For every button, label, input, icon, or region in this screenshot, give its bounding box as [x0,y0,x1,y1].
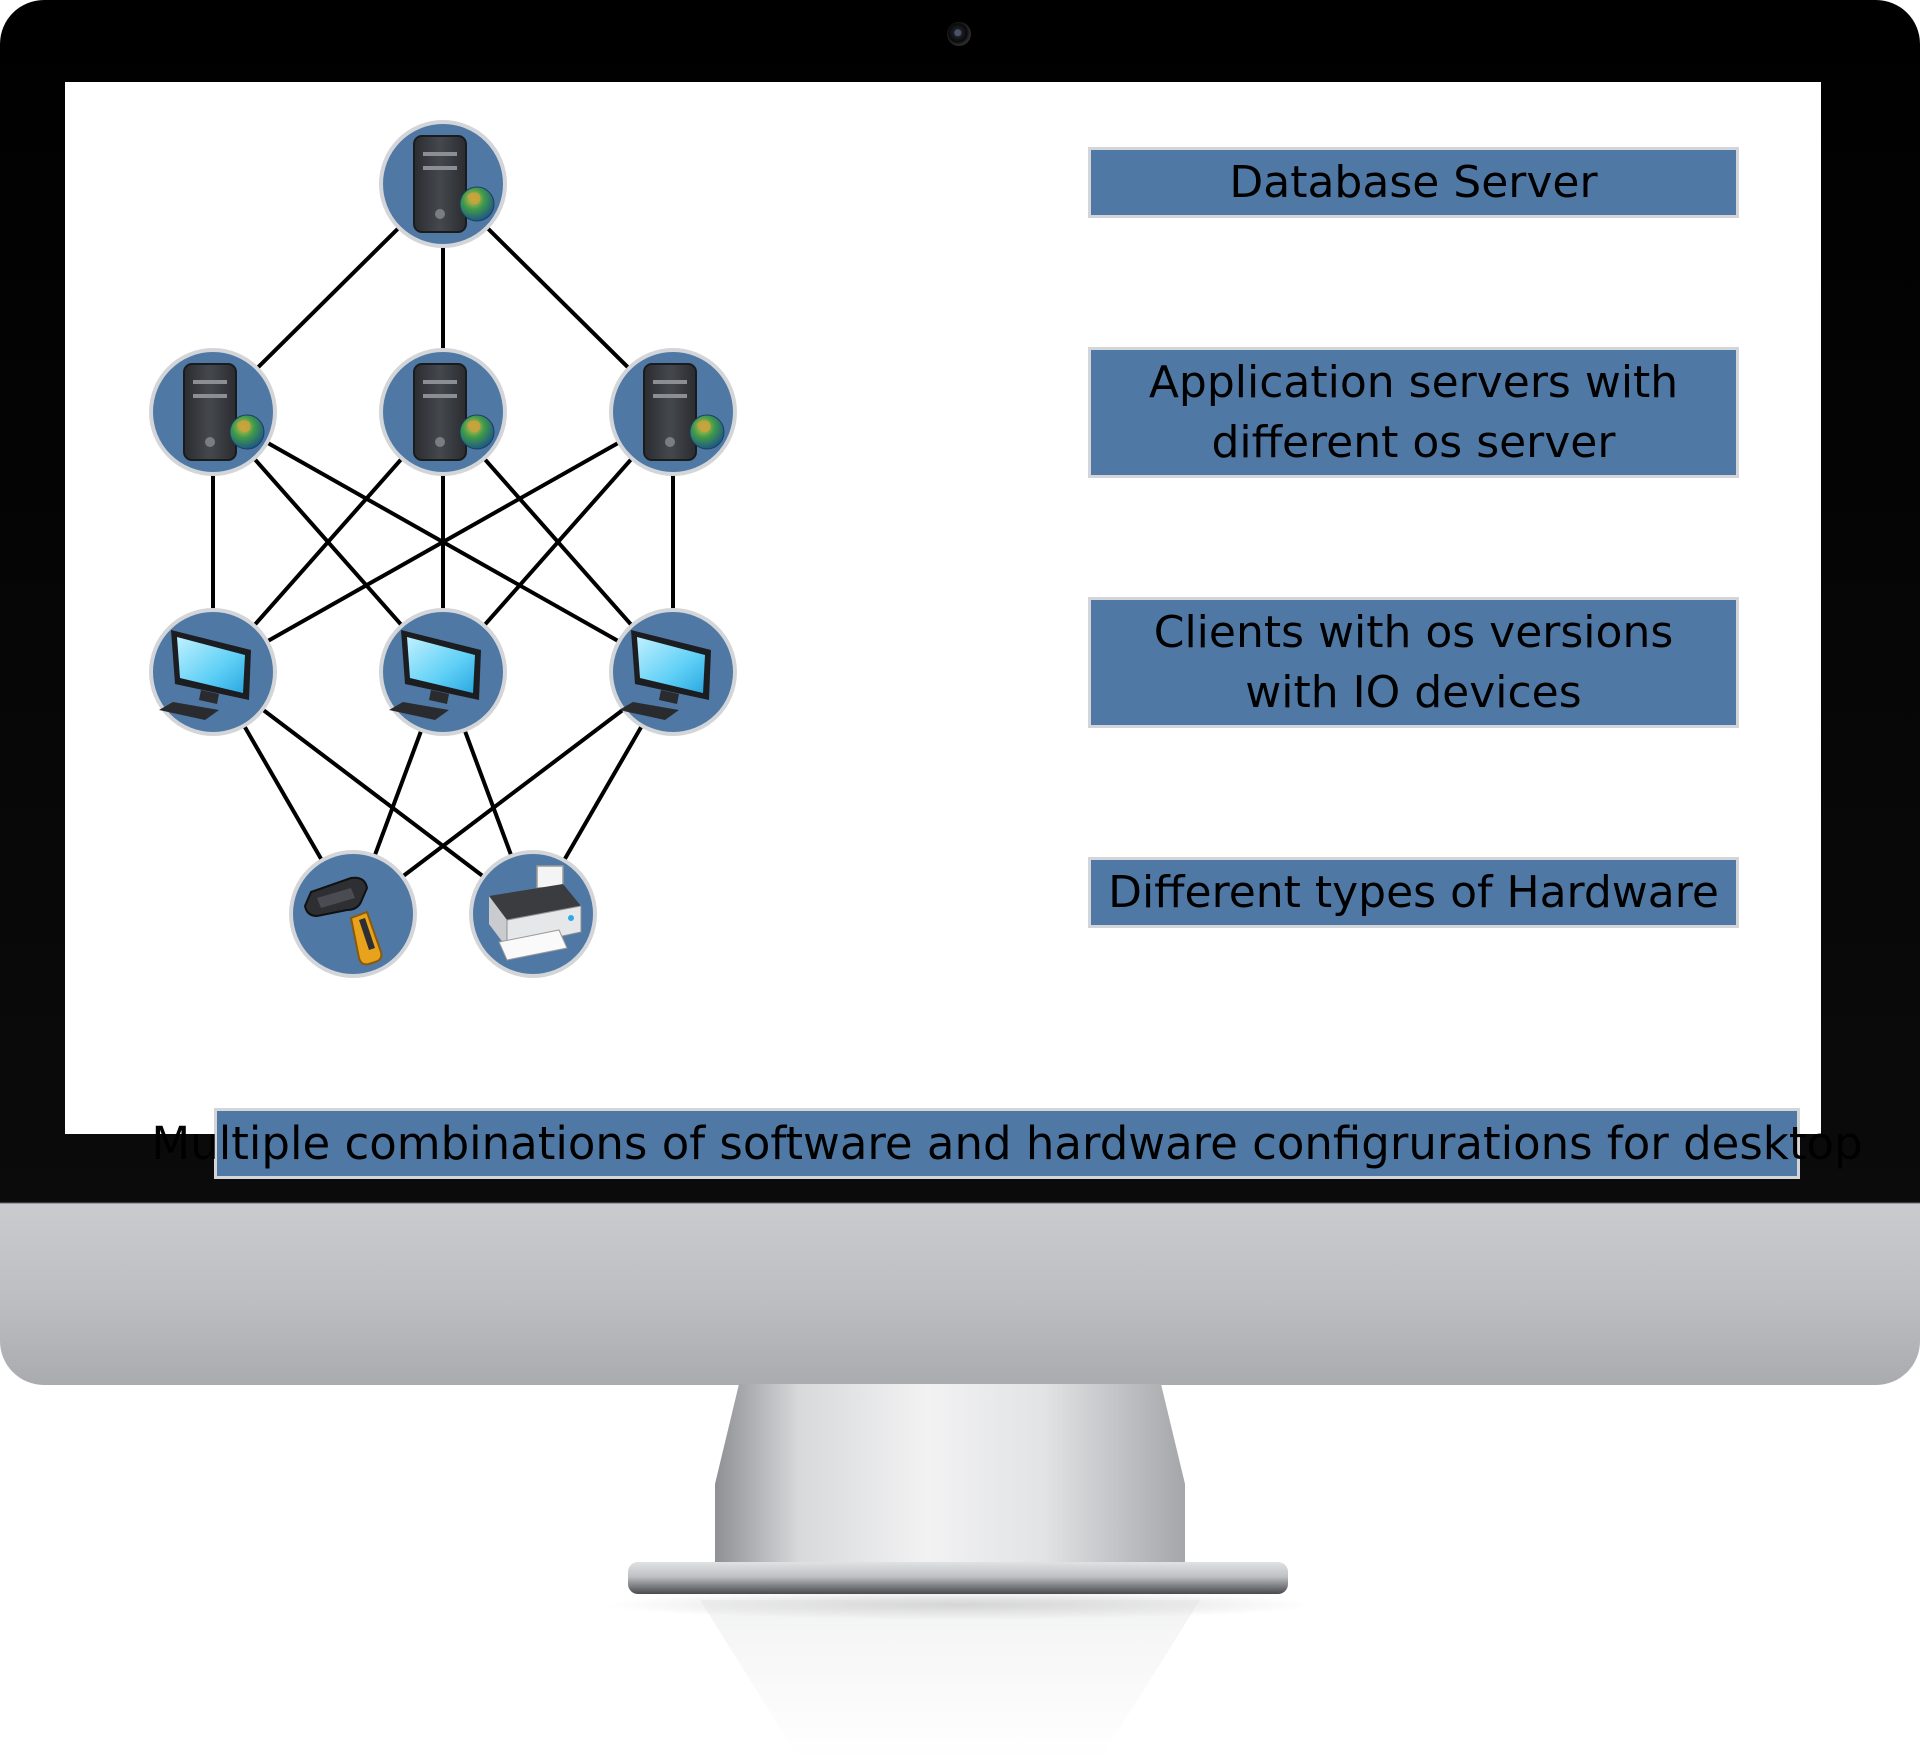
label-database-server: Database Server [1088,147,1739,218]
node-circle [289,850,417,978]
node-client1 [149,608,277,736]
node-app1 [149,348,277,476]
node-app2 [379,348,507,476]
edge-app3-client2 [482,456,634,628]
server-icon [413,363,495,461]
server-icon [183,363,265,461]
edge-db-app3 [485,225,631,371]
node-db [379,120,507,248]
summary-banner-text: Multiple combinations of software and ha… [151,1116,1863,1170]
monitor-stand-base [628,1562,1288,1594]
node-printer [469,850,597,978]
edge-db-app1 [255,225,401,371]
label-application-servers: Application servers with different os se… [1088,347,1739,478]
edge-client2-scanner [372,728,424,858]
label-clients: Clients with os versions with IO devices [1088,597,1739,728]
printer-icon [489,865,582,961]
barcode-scanner-icon [303,876,383,966]
application-servers-text: Application servers with different os se… [1148,356,1679,468]
label-hardware: Different types of Hardware [1088,857,1739,928]
node-scanner [289,850,417,978]
monitor-icon [619,630,711,720]
imac-monitor: Database Server Application servers with… [0,0,1920,1385]
node-client3 [609,608,737,736]
node-app3 [609,348,737,476]
database-server-text: Database Server [1229,156,1598,208]
edge-client3-printer [562,723,644,863]
stand-shadow [600,1590,1320,1620]
edge-client1-printer [260,707,486,879]
edge-app3-client1 [264,440,622,644]
monitor-screen: Database Server Application servers with… [65,82,1863,1179]
network-diagram [149,120,737,978]
clients-text: Clients with os versions with IO devices [1153,606,1674,718]
webcam-icon [947,22,971,46]
server-icon [643,363,725,461]
server-icon [413,135,495,233]
edge-client3-scanner [400,707,626,879]
summary-banner: Multiple combinations of software and ha… [151,1108,1863,1179]
hardware-text: Different types of Hardware [1108,866,1719,918]
monitor-icon [389,630,481,720]
edge-client1-scanner [242,723,324,863]
monitor-stand-neck [715,1384,1185,1584]
stand-reflection [700,1600,1200,1760]
connection-lines [211,225,675,879]
edge-client2-printer [462,728,514,858]
monitor-icon [159,630,251,720]
node-client2 [379,608,507,736]
edge-app2-client1 [252,456,404,628]
device-nodes [149,120,737,978]
